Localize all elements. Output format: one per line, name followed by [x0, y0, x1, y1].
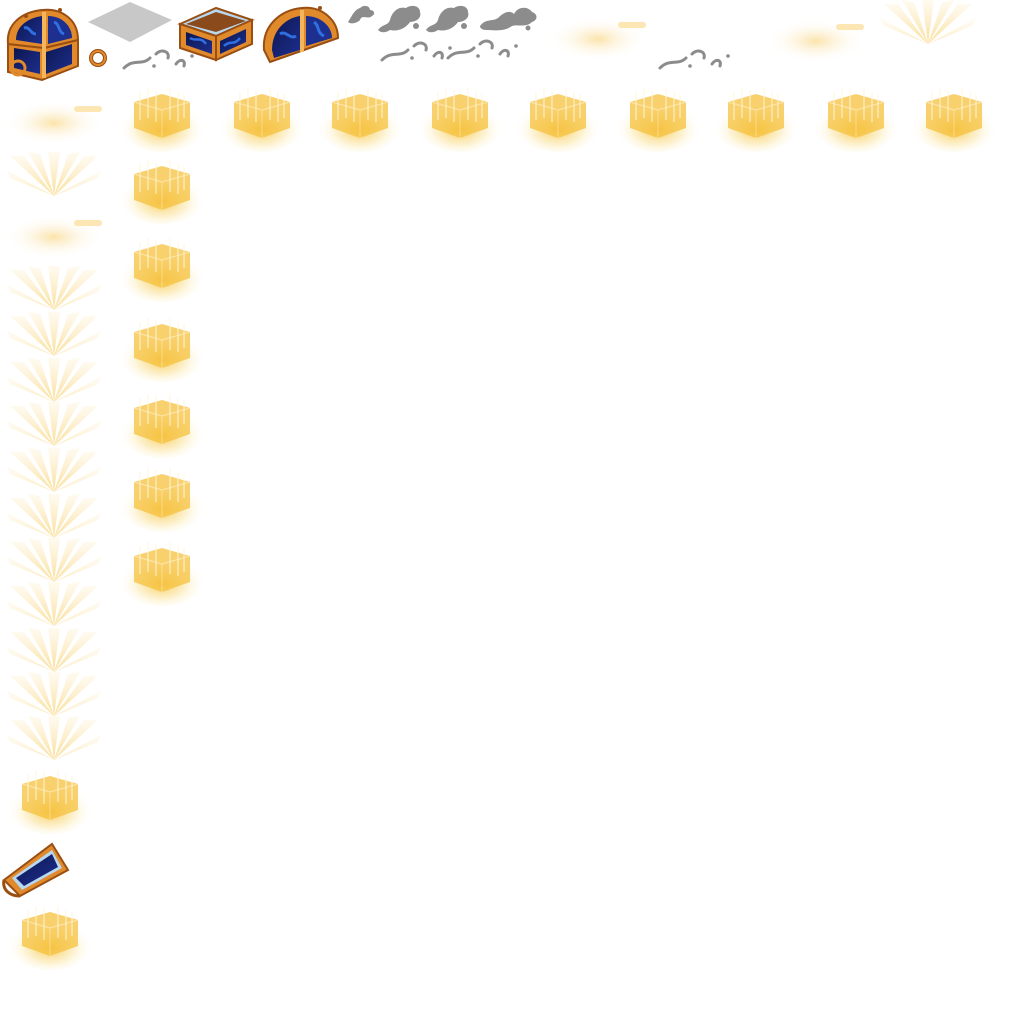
ray-burst-sprite	[4, 538, 104, 582]
smoke-puff-sprite	[424, 2, 476, 34]
smoke-wisp-sprite	[444, 34, 538, 66]
smoke-puff-sprite	[376, 2, 422, 34]
closed-chest-sprite	[2, 4, 84, 82]
ray-burst-sprite	[4, 582, 104, 626]
smoke-wisp-sprite	[378, 36, 454, 66]
glow-cube-sprite	[117, 317, 207, 383]
glow-cube-sprite	[117, 541, 207, 607]
chest-lid-sprite	[260, 4, 340, 64]
smoke-wisp-sprite	[120, 44, 196, 70]
ray-burst-sprite	[4, 266, 104, 310]
glow-cube-sprite	[415, 87, 505, 153]
ray-burst-sprite	[4, 402, 104, 446]
ray-burst-sprite	[4, 716, 104, 760]
smoke-wisp-sprite	[656, 44, 760, 76]
smoke-puff-sprite	[344, 2, 378, 24]
glow-cube-sprite	[513, 87, 603, 153]
glow-cube-sprite	[117, 237, 207, 303]
glow-cube-sprite	[811, 87, 901, 153]
ray-burst-sprite	[4, 494, 104, 538]
soft-glow-sprite	[4, 210, 104, 264]
ray-burst-sprite	[4, 628, 104, 672]
chest-lid-flat-sprite	[2, 840, 72, 898]
glow-cube-sprite	[117, 467, 207, 533]
ray-burst-sprite	[4, 152, 104, 196]
smoke-puff-sprite	[478, 2, 540, 32]
ring-handle-sprite	[88, 48, 108, 68]
glow-cube-sprite	[4, 769, 96, 835]
ray-burst-sprite	[4, 672, 104, 716]
glow-cube-sprite	[613, 87, 703, 153]
soft-glow-sprite	[766, 14, 866, 63]
ray-burst-sprite	[4, 312, 104, 356]
glow-cube-sprite	[217, 87, 307, 153]
ray-burst-sprite	[4, 448, 104, 492]
glow-cube-sprite	[117, 393, 207, 459]
glow-cube-sprite	[315, 87, 405, 153]
soft-glow-sprite	[548, 12, 648, 61]
glow-cube-sprite	[117, 87, 207, 153]
ray-burst-sprite	[4, 358, 104, 402]
soft-glow-sprite	[4, 96, 104, 150]
ray-burst-sprite	[878, 0, 976, 44]
open-chest-box-sprite	[176, 2, 256, 64]
chest-shadow-sprite	[88, 2, 172, 44]
glow-cube-sprite	[117, 159, 207, 225]
glow-cube-sprite	[711, 87, 801, 153]
glow-cube-sprite	[909, 87, 999, 153]
glow-cube-sprite	[4, 905, 96, 971]
